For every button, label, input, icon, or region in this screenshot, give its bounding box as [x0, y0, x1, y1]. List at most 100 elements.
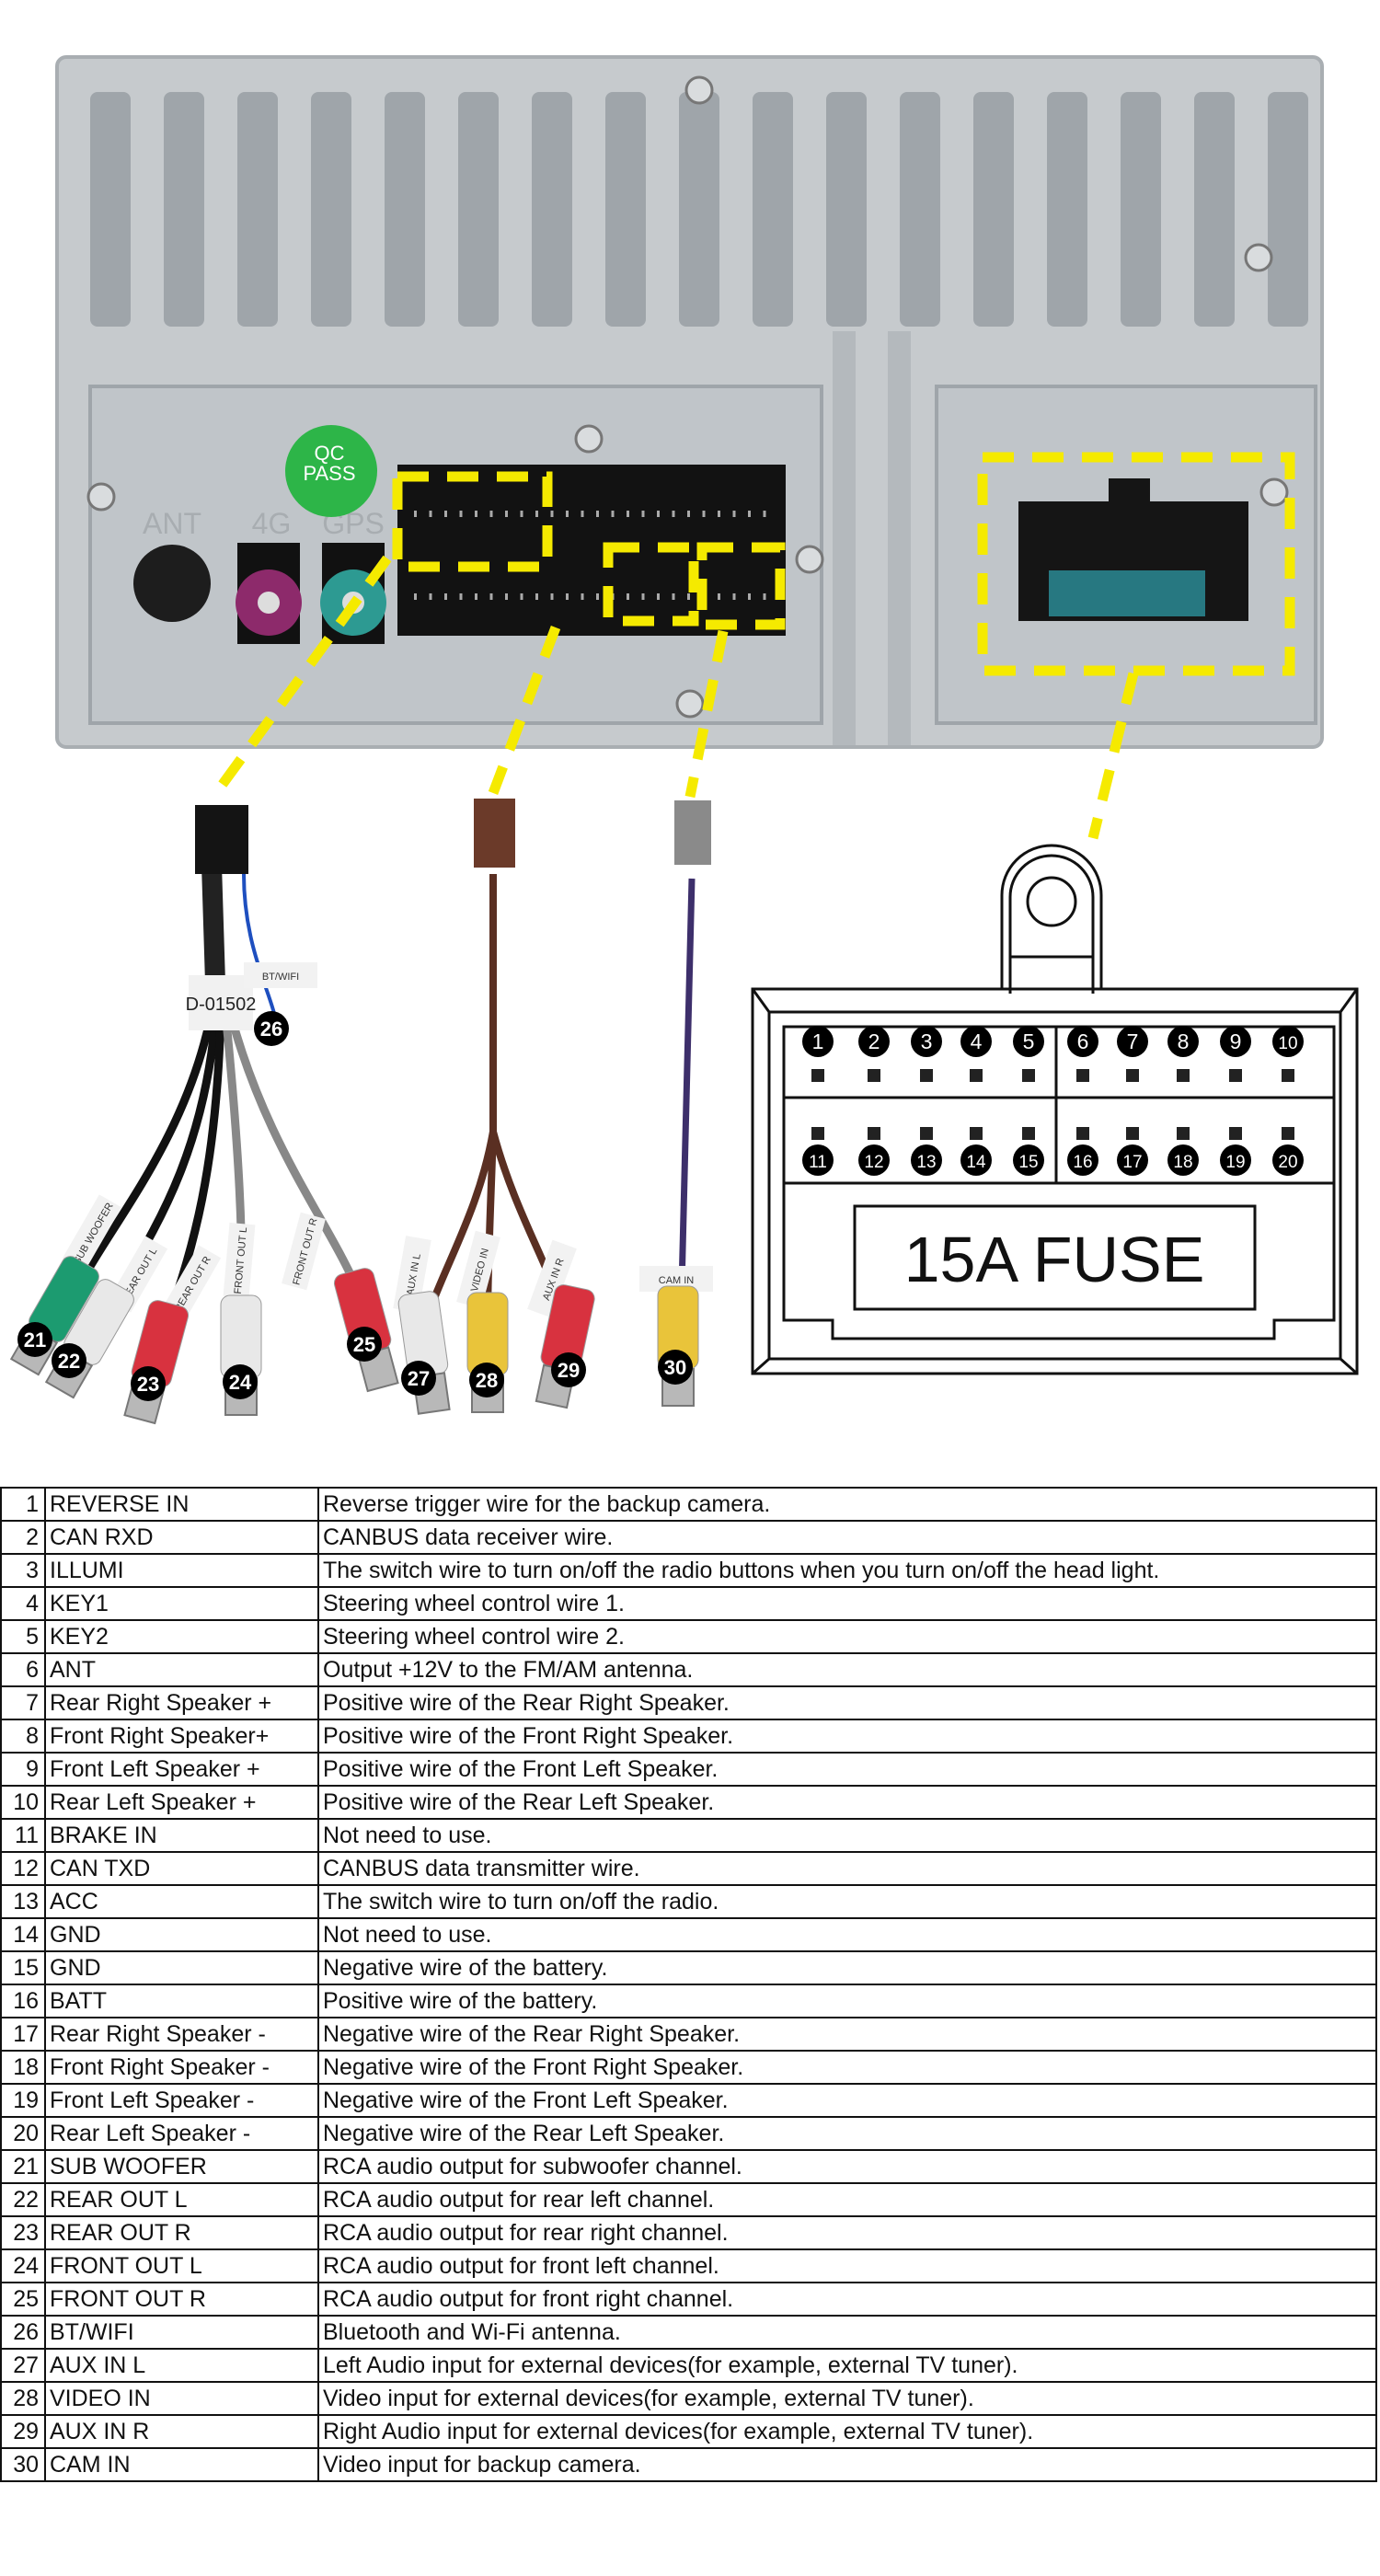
ant-port-label: ANT — [143, 507, 201, 540]
pin-terminal-icon — [920, 1069, 933, 1082]
wire-name-cell: Rear Left Speaker - — [44, 2116, 319, 2151]
pin-number: 16 — [1073, 1153, 1092, 1172]
pin-number-cell: 9 — [0, 1752, 46, 1787]
callout-number: 27 — [408, 1367, 430, 1390]
terminal-pin — [520, 511, 523, 517]
wire-name-cell: REAR OUT L — [44, 2182, 319, 2217]
terminal-pin — [535, 593, 538, 600]
callout-number: 29 — [558, 1359, 580, 1382]
terminal-pin — [763, 593, 766, 600]
terminal-pin — [732, 593, 736, 600]
wire-description-cell: Negative wire of the Rear Left Speaker. — [317, 2116, 1377, 2151]
pin-20: 20 — [1272, 1127, 1304, 1176]
4g-port — [236, 543, 302, 644]
callout-21: 21 — [17, 1322, 52, 1357]
rca-harness — [64, 855, 365, 1348]
pin-number: 14 — [966, 1153, 986, 1172]
terminal-pin — [489, 593, 493, 600]
wire-name-cell: CAN TXD — [44, 1851, 319, 1886]
callout-25: 25 — [347, 1327, 382, 1362]
pin-badge — [1117, 1144, 1148, 1176]
pin-19: 19 — [1220, 1127, 1251, 1176]
wire-tag: FRONT OUT R — [282, 1212, 326, 1291]
terminal-pin — [475, 511, 477, 517]
terminal-pin — [414, 511, 417, 517]
pin-badge — [1167, 1026, 1199, 1057]
terminal-pin — [596, 593, 599, 600]
wire-tag: BT/WIFI — [244, 962, 317, 988]
wire-name-cell: Front Left Speaker + — [44, 1752, 319, 1787]
vent-slot — [458, 92, 499, 327]
pin-number-cell: 2 — [0, 1520, 46, 1555]
pin-badge — [1067, 1144, 1098, 1176]
pin-number-cell: 5 — [0, 1619, 46, 1654]
wire-description-cell: Negative wire of the Front Right Speaker… — [317, 2050, 1377, 2085]
terminal-pin — [550, 511, 554, 517]
terminal-pin — [611, 511, 615, 517]
4g-port-label: 4G — [252, 507, 292, 540]
pin-18: 18 — [1167, 1127, 1199, 1176]
pin-number-cell: 18 — [0, 2050, 46, 2085]
wire-name-cell: REAR OUT R — [44, 2215, 319, 2250]
wire-description-cell: RCA audio output for front right channel… — [317, 2282, 1377, 2317]
wire-description-cell: Output +12V to the FM/AM antenna. — [317, 1652, 1377, 1687]
callout-number: 23 — [137, 1373, 159, 1396]
terminal-pin — [566, 511, 569, 517]
pin-terminal-icon — [868, 1069, 880, 1082]
terminal-pin — [732, 511, 736, 517]
pin-number-cell: 23 — [0, 2215, 46, 2250]
pin-number: 9 — [1230, 1029, 1242, 1053]
pin-number-cell: 7 — [0, 1685, 46, 1720]
wire-name-cell: REVERSE IN — [44, 1487, 319, 1522]
wire-description-cell: Positive wire of the Rear Left Speaker. — [317, 1785, 1377, 1820]
pin-number-cell: 19 — [0, 2083, 46, 2118]
wire-name-cell: CAM IN — [44, 2447, 319, 2482]
terminal-pin — [748, 511, 751, 517]
pin-2: 2 — [858, 1026, 890, 1082]
pin-number-cell: 11 — [0, 1818, 46, 1853]
wire-name-cell: Front Left Speaker - — [44, 2083, 319, 2118]
terminal-pin — [748, 593, 751, 600]
wire-name-cell: KEY1 — [44, 1586, 319, 1621]
connector-pinout-drawing — [751, 844, 1359, 1375]
pin-number-cell: 13 — [0, 1884, 46, 1919]
terminal-pin — [641, 593, 645, 600]
wire-name-cell: FRONT OUT L — [44, 2248, 319, 2283]
terminal-pin — [627, 511, 629, 517]
wire-tag: FRONT OUT L — [223, 1222, 256, 1299]
callout-26: 26 — [254, 1011, 289, 1046]
wire-description-cell: Not need to use. — [317, 1818, 1377, 1853]
pin-terminal-icon — [1022, 1069, 1035, 1082]
pin-number: 2 — [868, 1029, 880, 1053]
pin-number-cell: 27 — [0, 2348, 46, 2383]
pin-14: 14 — [960, 1127, 992, 1176]
pin-terminal-icon — [868, 1127, 880, 1140]
callout-27: 27 — [401, 1361, 436, 1396]
callout-number: 28 — [476, 1369, 498, 1392]
pin-badge — [858, 1026, 890, 1057]
wire-name-cell: GND — [44, 1950, 319, 1985]
pin-17: 17 — [1117, 1127, 1148, 1176]
pin-4: 4 — [960, 1026, 992, 1082]
terminal-pin — [657, 511, 660, 517]
terminal-pin — [718, 511, 720, 517]
pin-terminal-icon — [1126, 1069, 1139, 1082]
pin-badge — [1013, 1144, 1044, 1176]
pin-number: 17 — [1122, 1153, 1142, 1172]
pin-number-cell: 24 — [0, 2248, 46, 2283]
pin-number-cell: 8 — [0, 1719, 46, 1754]
pin-11: 11 — [802, 1127, 834, 1176]
pin-number-cell: 15 — [0, 1950, 46, 1985]
pin-number: 20 — [1278, 1153, 1297, 1172]
pin-terminal-icon — [1282, 1127, 1294, 1140]
vent-slot — [90, 92, 131, 327]
